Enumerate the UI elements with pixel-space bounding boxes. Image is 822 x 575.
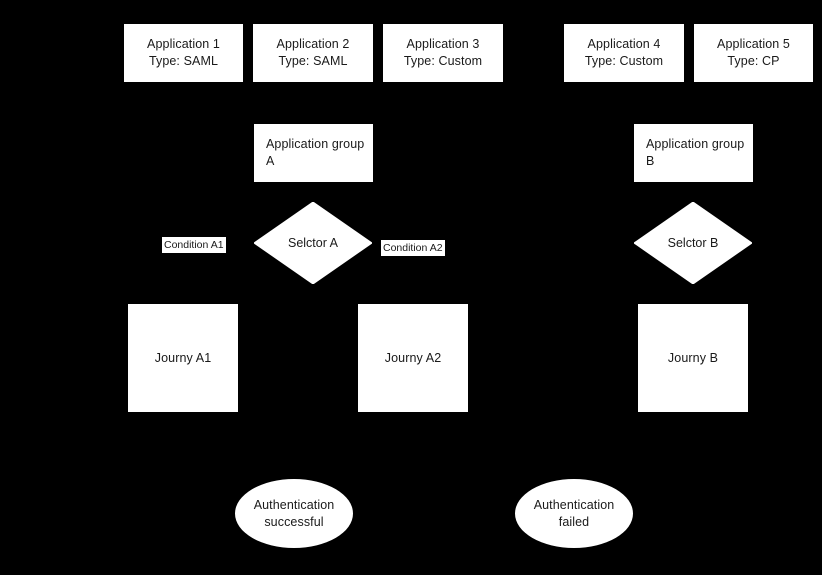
authentication-failed-line2: failed [558,514,590,529]
journey-a2-label: Journy A2 [384,350,442,365]
condition-a1-text: Condition A1 [164,239,224,251]
application-1-type: Type: SAML [148,54,219,68]
journey-b-box[interactable]: Journy B [638,304,748,412]
authentication-successful-text: Authentication successful [254,497,335,531]
application-box-5-text: Application 5 Type: CP [717,36,790,70]
application-box-5[interactable]: Application 5 Type: CP [694,24,813,82]
authentication-successful-line1: Authentication [253,497,335,512]
authentication-successful-line2: successful [264,514,324,529]
application-box-3[interactable]: Application 3 Type: Custom [383,24,503,82]
application-3-name: Application 3 [406,37,480,52]
application-box-3-text: Application 3 Type: Custom [404,36,482,70]
application-group-a-label: Application group A [266,137,365,168]
selector-a-diamond[interactable]: Selctor A [254,202,372,284]
application-group-b-box[interactable]: Application group B [634,124,753,182]
authentication-failed-line1: Authentication [533,497,615,512]
application-box-1-text: Application 1 Type: SAML [147,36,220,70]
authentication-failed-ellipse[interactable]: Authentication failed [515,479,633,548]
application-group-b-label: Application group B [646,137,745,168]
application-box-2-text: Application 2 Type: SAML [277,36,350,70]
application-box-4-text: Application 4 Type: Custom [585,36,663,70]
condition-a2-label: Condition A2 [381,240,445,256]
application-4-type: Type: Custom [584,54,664,68]
condition-a2-text: Condition A2 [383,242,443,254]
journey-b-label: Journy B [667,350,719,365]
application-5-name: Application 5 [717,37,790,52]
journey-a1-box[interactable]: Journy A1 [128,304,238,412]
application-group-a-box[interactable]: Application group A [254,124,373,182]
application-box-4[interactable]: Application 4 Type: Custom [564,24,684,82]
authentication-successful-ellipse[interactable]: Authentication successful [235,479,353,548]
journey-a2-box[interactable]: Journy A2 [358,304,468,412]
application-3-type: Type: Custom [403,54,483,68]
application-box-1[interactable]: Application 1 Type: SAML [124,24,243,82]
application-2-type: Type: SAML [278,54,348,68]
condition-a1-label: Condition A1 [162,237,226,253]
application-box-2[interactable]: Application 2 Type: SAML [253,24,373,82]
application-4-name: Application 4 [587,37,661,52]
application-1-name: Application 1 [147,37,220,52]
application-2-name: Application 2 [276,37,350,52]
application-5-type: Type: CP [727,54,780,68]
journey-a1-label: Journy A1 [154,350,212,365]
selector-b-diamond[interactable]: Selctor B [634,202,752,284]
authentication-failed-text: Authentication failed [534,497,615,531]
